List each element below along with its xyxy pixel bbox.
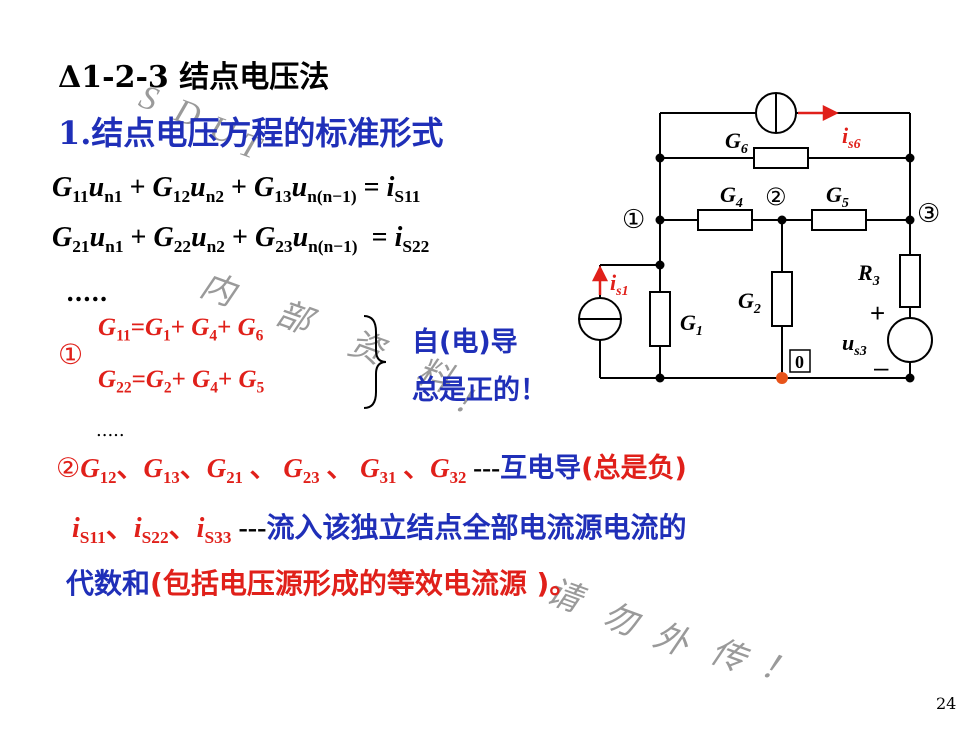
watermark-char: 外 [648,617,693,664]
brace-icon [363,315,387,409]
resistor-g4 [697,209,753,231]
ellipsis: ..... [66,278,108,307]
watermark-char: 勿 [597,597,642,644]
slide-title: Δ1-2-3 结点电压法 [58,60,330,95]
svg-text:is6: is6 [842,123,861,152]
self-conductance-g11: G11=G1+ G4+ G6 [98,314,264,345]
svg-text:0: 0 [795,352,804,372]
resistor-g1 [649,291,671,347]
resistor-g2 [771,271,793,327]
section-heading: 1.结点电压方程的标准形式 [58,114,444,152]
page-number: 24 [936,694,957,713]
svg-text:①: ① [622,205,645,235]
svg-text:G5: G5 [826,182,849,211]
svg-text:us3: us3 [842,330,867,359]
svg-text:is1: is1 [610,270,629,299]
resistor-g5 [811,209,867,231]
svg-text:②: ② [765,183,787,211]
equation-row-2: G21un1 + G22un2 + G23un(n−1) = iS22 [52,222,430,257]
svg-text:+: + [870,298,885,328]
marker-one: ① [58,338,84,371]
svg-text:–: – [874,352,889,382]
self-conductance-g22: G22=G2+ G4+ G5 [98,366,265,397]
svg-text:G2: G2 [738,288,761,317]
self-note-line2: 总是正的！ [412,375,547,406]
svg-text:R3: R3 [857,260,880,289]
resistor-g6 [753,147,809,169]
watermark-char: ！ [755,647,800,694]
circuit-diagram: G6 G4 G5 G2 G1 R3 is6 is1 us3 + – ① ② ③ … [578,92,940,384]
watermark-char: 内 [195,267,240,314]
watermark-char: 部 [271,295,316,342]
svg-text:G6: G6 [725,128,748,157]
svg-text:③: ③ [917,199,940,229]
source-current-line2: 代数和(包括电压源形成的等效电流源 )。 [66,567,578,600]
watermark-char: 传 [705,633,750,680]
svg-text:G1: G1 [680,310,703,339]
source-current-line1: iS11、iS22、iS33 ---流入该独立结点全部电流源电流的 [72,511,687,548]
reference-node [776,372,788,384]
equation-row-1: G11un1 + G12un2 + G13un(n−1) = iS11 [52,172,421,207]
mutual-conductance-line: ②G12、G13、G21 、 G23 、 G31 、G32 ---互电导(总是负… [56,453,687,487]
svg-text:G4: G4 [720,182,743,211]
ellipsis: ..... [96,420,125,441]
resistor-r3 [899,254,921,308]
voltage-source-us3 [887,317,933,363]
self-note-line1: 自(电)导 [412,327,518,358]
